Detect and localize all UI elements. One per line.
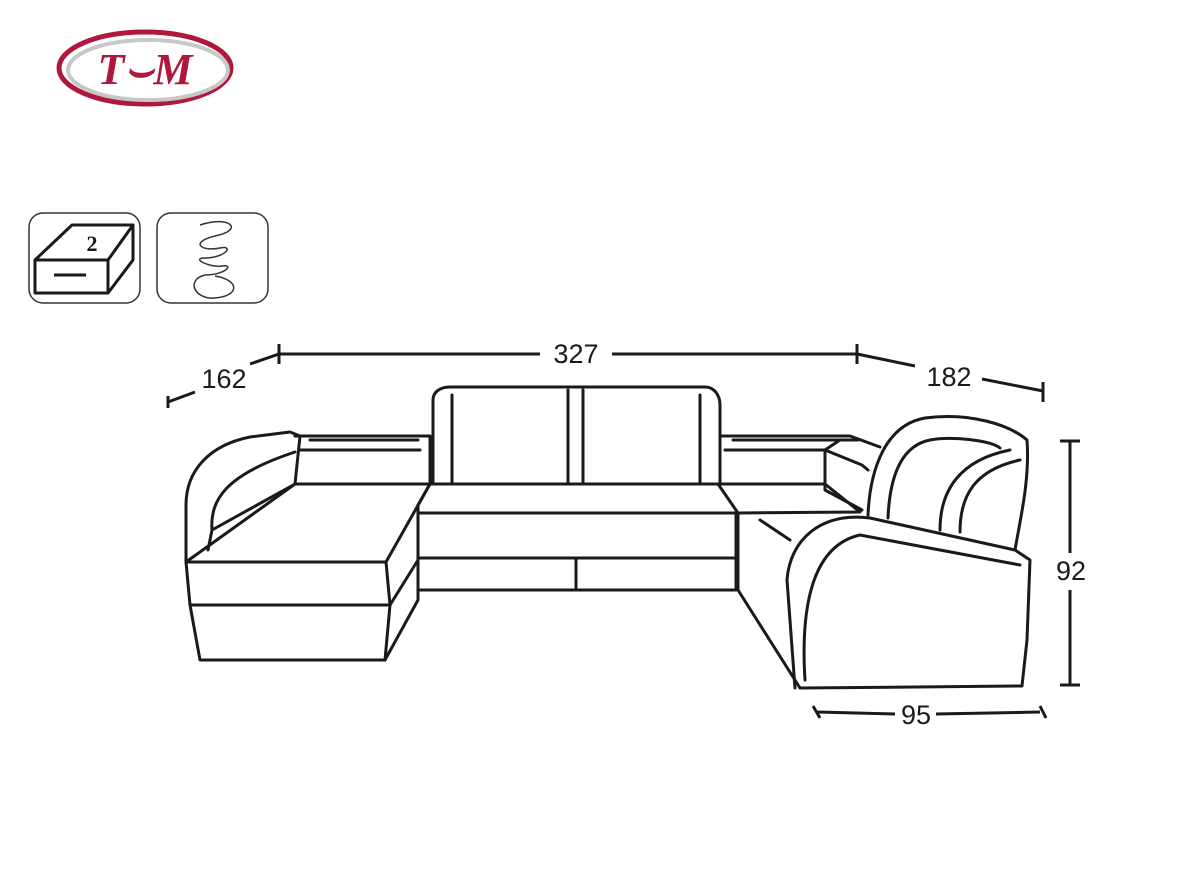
left-depth-label: 162 xyxy=(201,364,246,394)
brand-logo: T⌣M xyxy=(56,29,234,107)
drawer-feature-icon: 2 xyxy=(28,212,141,304)
sofa-outline xyxy=(184,385,1032,690)
spring-feature-icon xyxy=(156,212,269,304)
svg-text:T⌣M: T⌣M xyxy=(98,45,195,94)
right-depth-label: 182 xyxy=(926,362,971,392)
drawer-count-label: 2 xyxy=(87,231,98,256)
dimension-lines xyxy=(166,344,1080,719)
total-width-label: 327 xyxy=(553,339,598,369)
armchair-width-label: 95 xyxy=(901,700,931,730)
height-label: 92 xyxy=(1056,556,1086,586)
